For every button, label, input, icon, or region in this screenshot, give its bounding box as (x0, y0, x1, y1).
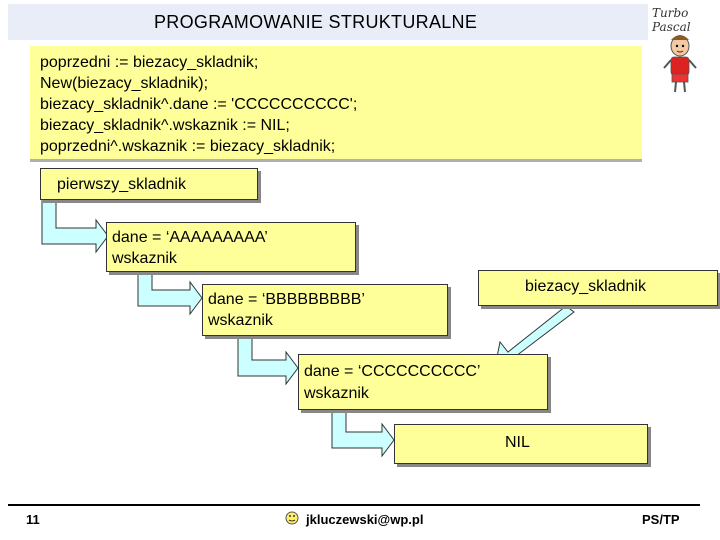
link-arrow (41, 197, 109, 254)
link-arrow (237, 335, 299, 386)
link-arrow (137, 269, 203, 316)
code-line: poprzedni^.wskaznik := biezacy_skladnik; (40, 138, 336, 155)
head-pointer-box: pierwszy_skladnik (40, 168, 258, 200)
slide-title: PROGRAMOWANIE STRUKTURALNE (154, 12, 478, 32)
code-block: poprzedni := biezacy_skladnik; New(bieza… (30, 46, 642, 162)
list-node: dane = ‘AAAAAAAAA’ wskaznik (106, 222, 356, 272)
head-pointer-label: pierwszy_skladnik (57, 176, 186, 193)
list-node: dane = ‘BBBBBBBBB’ wskaznik (202, 284, 448, 336)
turbo-pascal-logo: Turbo Pascal (652, 6, 691, 34)
list-node: dane = ‘CCCCCCCCCC’ wskaznik (298, 354, 548, 410)
node-data: dane = ‘BBBBBBBBB’ (208, 291, 365, 308)
footer-divider (8, 504, 700, 506)
code-line: New(biezacy_skladnik); (40, 75, 209, 92)
code-line: biezacy_skladnik^.dane := 'CCCCCCCCCC'; (40, 96, 358, 113)
node-data: dane = ‘CCCCCCCCCC’ (304, 363, 481, 380)
course-tag: PS/TP (642, 512, 680, 527)
current-pointer-label: biezacy_skladnik (525, 278, 646, 295)
nil-box: NIL (394, 424, 648, 464)
current-pointer-box: biezacy_skladnik (478, 270, 718, 306)
code-line: poprzedni := biezacy_skladnik; (40, 54, 259, 71)
code-line: biezacy_skladnik^.wskaznik := NIL; (40, 117, 290, 134)
node-pointer-field: wskaznik (304, 385, 369, 402)
node-pointer-field: wskaznik (208, 312, 273, 329)
author-email: jkluczewski@wp.pl (306, 512, 424, 527)
node-pointer-field: wskaznik (112, 250, 177, 267)
title-bar: PROGRAMOWANIE STRUKTURALNE (8, 4, 648, 40)
node-data: dane = ‘AAAAAAAAA’ (112, 229, 268, 246)
page-number: 11 (26, 512, 40, 527)
link-arrow (331, 407, 395, 458)
nil-label: NIL (505, 434, 530, 451)
